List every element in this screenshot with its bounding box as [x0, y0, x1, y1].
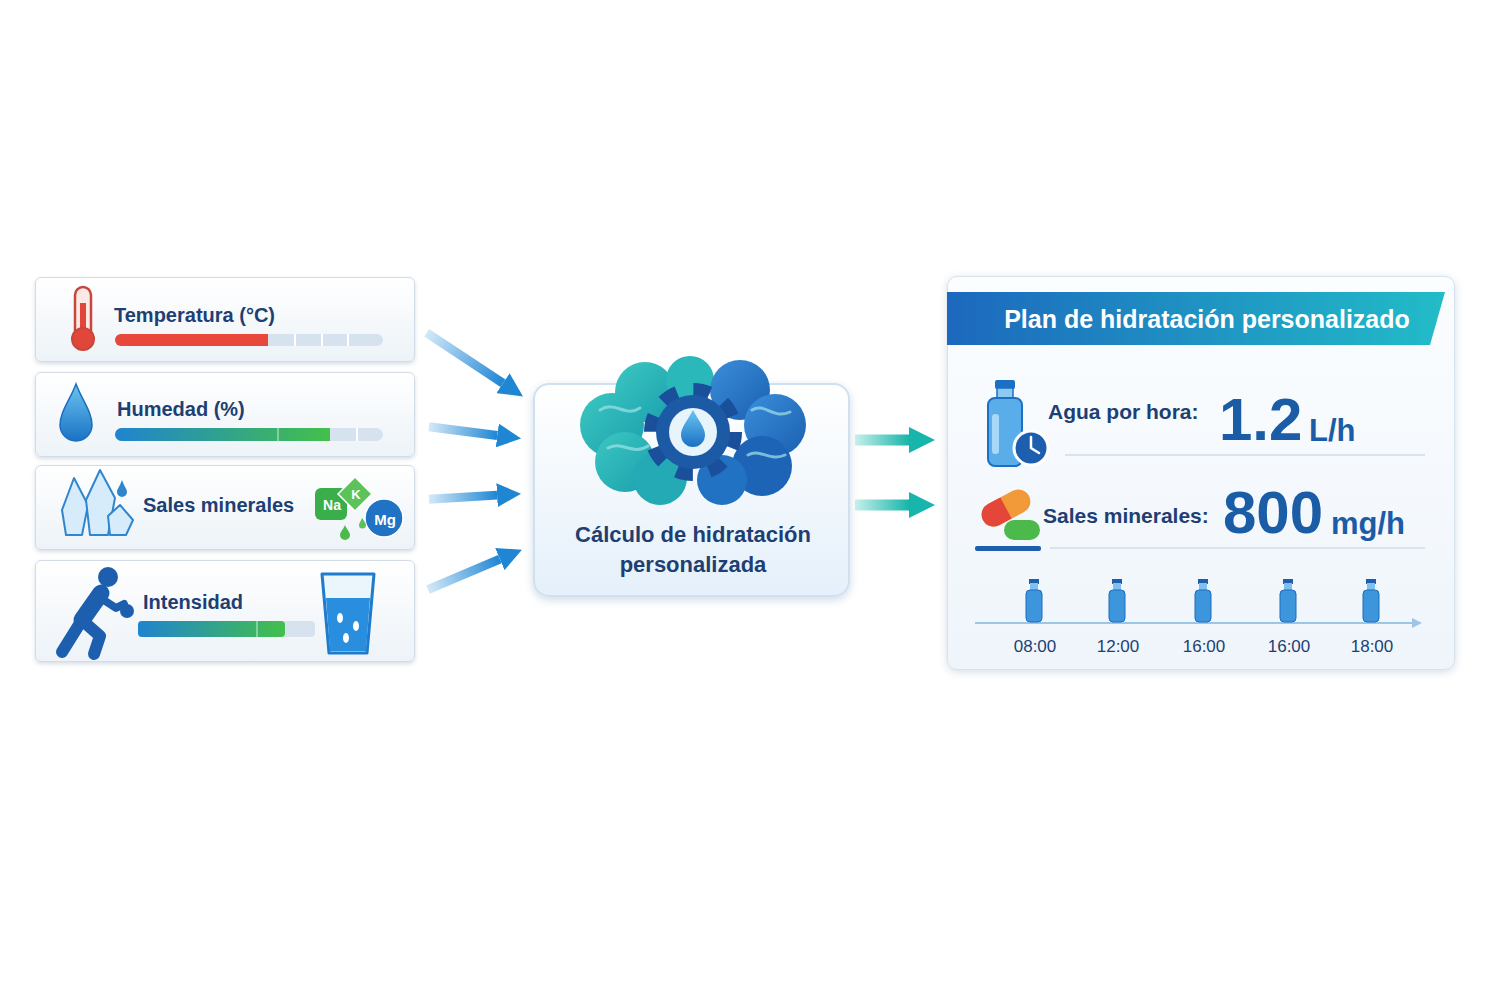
time-label: 12:00 — [1088, 638, 1148, 655]
input-card: Humedad (%) — [35, 372, 415, 457]
time-label: 08:00 — [1005, 638, 1065, 655]
input-card: Temperatura (°C) — [35, 277, 415, 362]
input-label: Temperatura (°C) — [114, 305, 275, 325]
metric-value: 800 — [1223, 483, 1323, 543]
time-label: 18:00 — [1342, 638, 1402, 655]
flow-arrow — [429, 495, 497, 499]
flow-arrow — [428, 559, 500, 589]
input-label: Sales minerales — [143, 495, 294, 515]
input-label: Intensidad — [143, 592, 243, 612]
process-box: Cálculo de hidratación personalizada — [533, 383, 850, 597]
flow-arrow — [855, 500, 909, 511]
panel-title: Plan de hidratación personalizado — [958, 307, 1456, 332]
metric-unit: L/h — [1309, 415, 1356, 446]
metric-label: Agua por hora: — [1048, 401, 1199, 422]
badge-label: Na — [315, 498, 349, 512]
time-label: 16:00 — [1174, 638, 1234, 655]
time-label: 16:00 — [1259, 638, 1319, 655]
process-label: Cálculo de hidratación personalizada — [563, 520, 823, 580]
metric-unit: mg/h — [1331, 508, 1405, 539]
input-card: Intensidad — [35, 560, 415, 662]
badge-label: Mg — [366, 512, 404, 527]
result-panel: Plan de hidratación personalizadoAgua po… — [947, 276, 1455, 670]
input-label: Humedad (%) — [117, 399, 245, 419]
flow-arrow — [429, 427, 497, 436]
metric-label: Sales minerales: — [1043, 505, 1209, 526]
input-card: Sales minerales NaKMg — [35, 465, 415, 550]
flow-arrow — [855, 435, 909, 446]
flow-arrow — [427, 333, 503, 383]
badge-label: K — [346, 488, 366, 501]
metric-value: 1.2 — [1219, 390, 1302, 450]
